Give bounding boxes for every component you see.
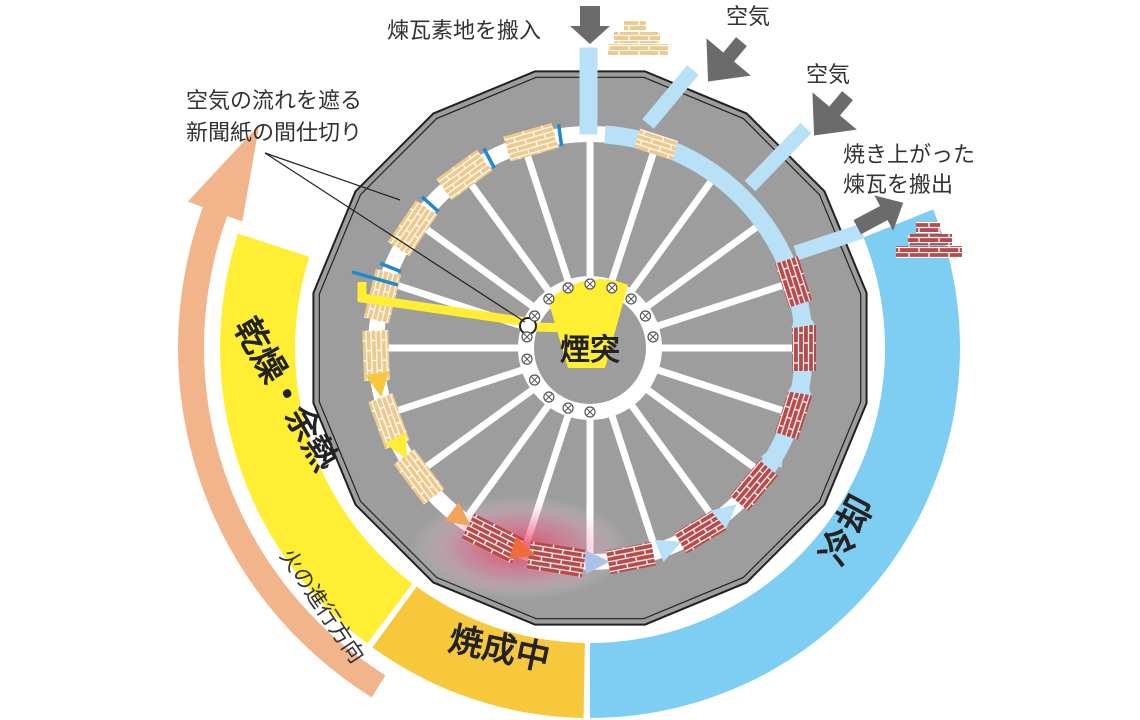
flow-arrow-icon xyxy=(787,369,812,396)
damper-cross-icon xyxy=(564,284,572,292)
flue-spoke xyxy=(628,177,716,294)
damper-cross-icon xyxy=(545,393,553,401)
flue-spoke xyxy=(608,149,658,283)
brick-stack xyxy=(792,325,816,371)
cooling-zone-band xyxy=(590,209,961,718)
flow-arrow-icon xyxy=(444,502,471,527)
flue-channel xyxy=(357,282,528,327)
flue-spoke xyxy=(655,366,789,416)
brick-stacks xyxy=(362,122,816,578)
brick-stack xyxy=(605,541,656,575)
brick-stack xyxy=(362,330,390,381)
brick-stack xyxy=(503,122,559,162)
flue-spoke xyxy=(419,222,536,310)
partition-line xyxy=(379,261,402,274)
brick-stack xyxy=(775,256,813,308)
air-arrow-icon xyxy=(812,91,857,136)
damper-cross-icon xyxy=(586,280,594,288)
flow-arrows xyxy=(365,302,816,575)
brick-stack xyxy=(368,393,410,450)
damper-cross-icon xyxy=(627,295,635,303)
partition-line xyxy=(556,123,564,147)
partition-label-2: 新聞紙の間仕切り xyxy=(186,121,362,146)
flue-spoke xyxy=(464,177,552,294)
damper-cross-icon xyxy=(564,404,572,412)
down-arrow-icon xyxy=(570,6,610,44)
brick-stack xyxy=(387,200,438,257)
partition-line xyxy=(351,270,399,287)
flow-arrow-icon xyxy=(710,504,737,529)
brick-in-label: 煉瓦素地を搬入 xyxy=(387,19,541,44)
brick-stack xyxy=(634,128,679,161)
brick-stack xyxy=(436,149,493,201)
air-duct-1 xyxy=(642,65,699,129)
flow-arrow-icon xyxy=(654,539,682,563)
air-label-top: 空気 xyxy=(726,5,770,30)
partition-line xyxy=(420,195,440,213)
flue-spoke xyxy=(419,386,536,474)
flue-spoke xyxy=(522,149,572,283)
drying-zone-band xyxy=(219,233,413,644)
damper-cross-icon xyxy=(649,333,657,341)
flue-spoke xyxy=(628,402,716,519)
brick-stack xyxy=(775,388,813,440)
out-arrow-icon xyxy=(853,195,904,235)
flow-arrow-icon xyxy=(508,536,536,560)
flow-arrow-icon xyxy=(365,371,389,397)
fire-direction-arrow xyxy=(177,124,386,698)
kiln-outer-edge xyxy=(318,76,862,620)
chimney-label: 煙突 xyxy=(560,333,620,368)
partition-label-1: 空気の流れを遮る xyxy=(186,89,362,114)
air-duct-3 xyxy=(793,223,865,261)
fired-brick-pile-icon xyxy=(896,222,962,258)
flue-spoke xyxy=(644,386,761,474)
damper-cross-icon xyxy=(545,295,553,303)
damper-cross-icon xyxy=(608,284,616,292)
flue-spoke xyxy=(464,402,552,519)
damper-cross-icon xyxy=(523,355,531,363)
flue-spoke xyxy=(644,222,761,310)
damper-cross-icon xyxy=(586,408,594,416)
brick-stack xyxy=(526,541,587,578)
firing-zone-band xyxy=(372,586,585,718)
air-duct-2 xyxy=(744,122,812,192)
air-duct-entry xyxy=(579,47,598,135)
air-label-right: 空気 xyxy=(806,63,850,88)
flow-arrow-icon xyxy=(585,550,610,575)
unfired-brick-pile-icon xyxy=(608,20,668,55)
flow-arrow-icon xyxy=(791,302,816,329)
fired-out-label-1: 焼き上がった xyxy=(843,143,975,168)
partition-line xyxy=(482,147,496,169)
flow-arrow-icon xyxy=(384,432,407,460)
flue-spoke xyxy=(391,366,525,416)
leader-line xyxy=(264,152,526,323)
damper-cross-icon xyxy=(531,376,538,384)
damper-cross-icon xyxy=(523,333,531,341)
flue-spoke xyxy=(655,280,789,330)
damper-cross-icon xyxy=(531,312,538,320)
air-arrow-icon xyxy=(706,37,751,82)
brick-stack xyxy=(393,448,445,505)
flue-spokes xyxy=(382,140,798,556)
damper-cross-icon xyxy=(642,312,649,320)
fired-out-label-2: 煉瓦を搬出 xyxy=(843,173,953,198)
damper-markers xyxy=(521,278,659,418)
brick-stack xyxy=(461,513,525,564)
brick-stack xyxy=(674,509,727,554)
brick-stack xyxy=(729,460,778,511)
newspaper-partitions xyxy=(351,123,564,287)
chimney-flue-fill xyxy=(548,279,628,368)
flow-arrow-icon xyxy=(760,441,783,469)
leader-line xyxy=(264,152,401,201)
flue-spoke xyxy=(608,413,658,547)
